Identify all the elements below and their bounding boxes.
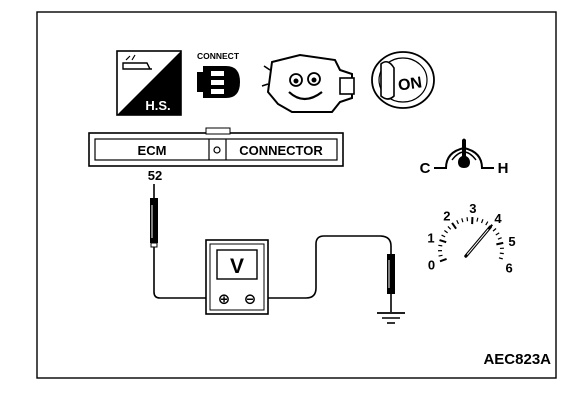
tach-tick <box>492 228 497 232</box>
tach-tick <box>496 241 504 246</box>
hot-label: H <box>498 160 509 177</box>
service-manual-icon: H.S. <box>116 50 182 116</box>
tach-tick <box>447 225 452 230</box>
tach-tick <box>439 239 447 244</box>
ignition-on-label: ON <box>397 74 423 94</box>
hs-label: H.S. <box>145 98 170 113</box>
negative-lead-wire <box>252 235 392 299</box>
connector-label: CONNECTOR <box>239 143 323 158</box>
voltmeter-display <box>216 249 258 280</box>
tach-tick <box>439 257 447 263</box>
ground-icon <box>377 312 405 324</box>
thermometer-icon <box>458 138 470 168</box>
ignition-key-icon: ON <box>371 51 435 109</box>
tach-tick <box>495 232 500 236</box>
ecm-label: ECM <box>138 143 167 158</box>
tach-scale-label: 1 <box>427 230 434 245</box>
connect-label: CONNECT <box>197 51 240 61</box>
tach-tick <box>438 244 443 247</box>
positive-lead-wire <box>153 247 216 299</box>
tach-tick <box>480 219 484 224</box>
tach-tick <box>451 222 457 230</box>
ground-probe <box>387 254 395 312</box>
temperature-gauge: C H <box>420 138 509 177</box>
positive-terminal-icon: ⊕ <box>218 290 231 308</box>
tach-tick <box>438 254 443 257</box>
ecm-connector-strip: ECM CONNECTOR <box>88 127 344 167</box>
terminal-number: 52 <box>148 168 162 183</box>
tach-tick <box>456 219 459 225</box>
voltmeter-display-label: V <box>230 255 244 278</box>
tach-scale-label: 2 <box>443 209 450 224</box>
cold-label: C <box>420 160 431 177</box>
tach-tick <box>498 257 503 260</box>
tach-tick <box>461 218 464 223</box>
negative-terminal-icon: ⊖ <box>244 290 257 308</box>
connector-latch-icon <box>213 146 221 154</box>
tach-scale-label: 4 <box>494 211 502 226</box>
voltmeter: V ⊕ ⊖ <box>205 239 269 315</box>
tachometer: 0 12 3 45 6 <box>427 201 515 276</box>
connect-icon: CONNECT <box>197 51 240 98</box>
figure-code: AEC823A <box>483 351 551 368</box>
tach-tick <box>444 230 448 234</box>
tach-needle-highlight <box>466 228 489 255</box>
engine-icon <box>261 53 355 113</box>
tach-scale-label: 5 <box>508 234 515 249</box>
tach-scale-label: 6 <box>505 261 512 276</box>
tach-tick <box>441 234 446 238</box>
tach-scale-label: 3 <box>469 201 476 216</box>
tach-tick <box>497 237 502 240</box>
tach-tick <box>485 221 489 226</box>
tach-tick <box>476 217 479 222</box>
tach-scale-label: 0 <box>428 257 435 272</box>
